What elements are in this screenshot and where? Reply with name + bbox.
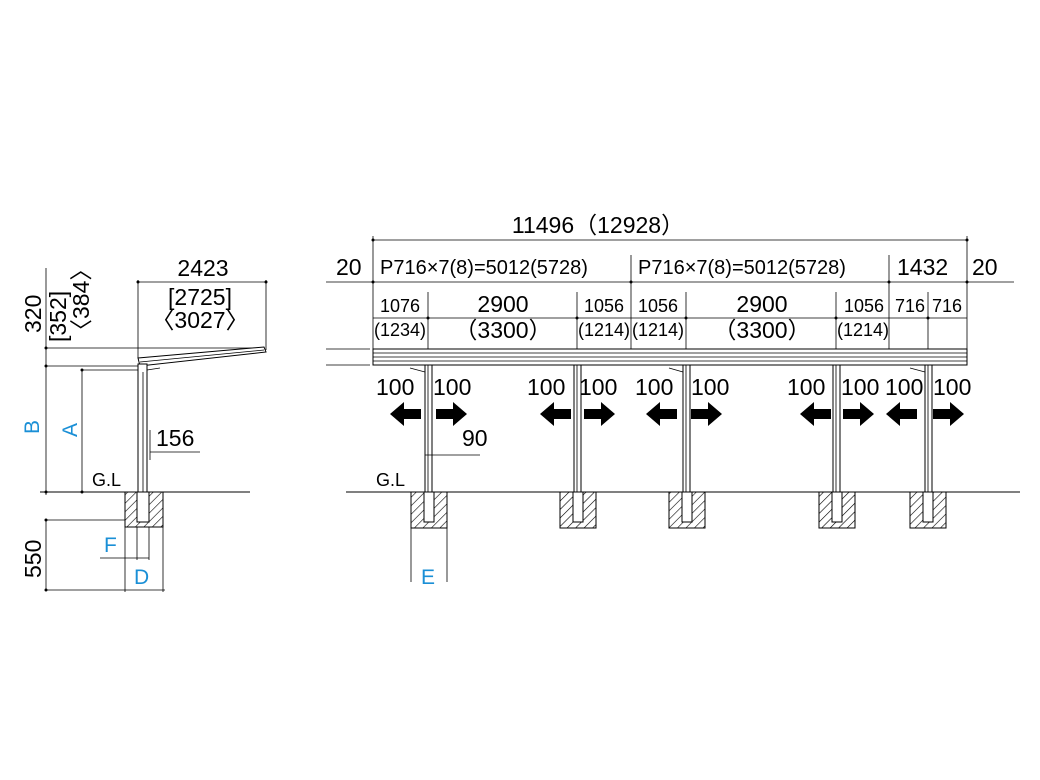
dim-dot <box>136 280 140 284</box>
front-post-3 <box>668 364 706 529</box>
dim-dot <box>264 280 268 284</box>
adjust-label: 100 <box>579 374 617 400</box>
dim-dot <box>426 316 430 320</box>
roof-width-alt2-label: 〈3027〉 <box>151 307 248 333</box>
adjust-label: 100 <box>376 374 414 400</box>
span2-alt-label: （3300） <box>713 317 810 343</box>
adjust-label: 100 <box>433 374 471 400</box>
dim-dot <box>575 316 579 320</box>
dim-dot <box>80 368 84 372</box>
seg-1056a-label: 1056 <box>584 296 624 316</box>
label-D: D <box>134 566 149 589</box>
dim-dot <box>834 316 838 320</box>
rise-alt2-label: 〈384〉 <box>68 258 94 342</box>
end-gap-right-label: 20 <box>972 254 998 280</box>
arrow-left-icon <box>800 402 831 426</box>
seg-1056a-alt-label: (1214) <box>578 320 630 340</box>
span2-label: 2900 <box>736 291 787 317</box>
adjust-arrows <box>390 402 964 426</box>
dim-dot <box>629 280 633 284</box>
arrow-right-icon <box>584 402 615 426</box>
post-width-label: 90 <box>462 425 488 451</box>
side-footing-post <box>136 491 150 523</box>
front-view: 11496（12928） 20 P716×7(8)=5012(5728) P71… <box>326 212 1020 589</box>
adjust-label: 100 <box>527 374 565 400</box>
front-post-1 <box>409 364 448 529</box>
last-span-label: 1432 <box>897 254 948 280</box>
side-gl-label: G.L <box>92 470 121 490</box>
seg-716a-label: 716 <box>895 296 925 316</box>
footing-depth-label: 550 <box>20 540 46 578</box>
arrow-left-icon <box>540 402 571 426</box>
label-F: F <box>104 534 117 557</box>
seg-1056b-label: 1056 <box>638 296 678 316</box>
adjust-label: 100 <box>787 374 825 400</box>
arrow-left-icon <box>646 402 677 426</box>
dim-dot <box>371 280 375 284</box>
front-post-5 <box>909 364 947 529</box>
rise-alt1-label: [352] <box>45 291 71 342</box>
end-gap-left-label: 20 <box>336 254 362 280</box>
side-view: 2423 [2725] 〈3027〉 320 [352] 〈384〉 B A 1… <box>20 255 268 592</box>
pitch-right-label: P716×7(8)=5012(5728) <box>638 257 846 279</box>
arrow-left-icon <box>886 402 917 426</box>
label-A: A <box>59 423 82 437</box>
roof-width-alt1-label: [2725] <box>168 284 232 310</box>
dim-dot <box>965 280 969 284</box>
dim-dot <box>684 316 688 320</box>
arrow-right-icon <box>933 402 964 426</box>
roof-width-label: 2423 <box>177 255 228 281</box>
seg-1056c-label: 1056 <box>844 296 884 316</box>
seg-1056c-alt-label: (1214) <box>837 320 889 340</box>
dim-dot <box>926 316 930 320</box>
seg-1076-label: 1076 <box>380 296 420 316</box>
arrow-left-icon <box>390 402 421 426</box>
side-roof-edge <box>139 349 265 363</box>
side-roof <box>137 346 267 367</box>
seg-1056b-alt-label: (1214) <box>632 320 684 340</box>
seg-1076-alt-label: (1234) <box>374 320 426 340</box>
adjust-label: 100 <box>885 374 923 400</box>
rise-label: 320 <box>20 295 46 333</box>
adjust-label: 100 <box>635 374 673 400</box>
span1-label: 2900 <box>477 291 528 317</box>
arrow-right-icon <box>436 402 467 426</box>
arrow-right-icon <box>691 402 722 426</box>
label-B: B <box>21 420 44 434</box>
front-post-4 <box>818 364 856 529</box>
label-E: E <box>421 566 435 589</box>
adjust-label: 100 <box>841 374 879 400</box>
pitch-left-label: P716×7(8)=5012(5728) <box>380 257 588 279</box>
adjust-label: 100 <box>933 374 971 400</box>
front-gl-label: G.L <box>376 470 405 490</box>
arrow-right-icon <box>843 402 874 426</box>
dim-dot <box>44 588 48 592</box>
side-bracket <box>146 367 161 371</box>
total-length-label: 11496（12928） <box>512 212 684 238</box>
dim-dot <box>44 518 48 522</box>
span1-alt-label: （3300） <box>454 317 551 343</box>
adjust-label: 100 <box>691 374 729 400</box>
post-offset-label: 156 <box>156 425 194 451</box>
seg-716b-label: 716 <box>932 296 962 316</box>
dim-dot <box>887 280 891 284</box>
